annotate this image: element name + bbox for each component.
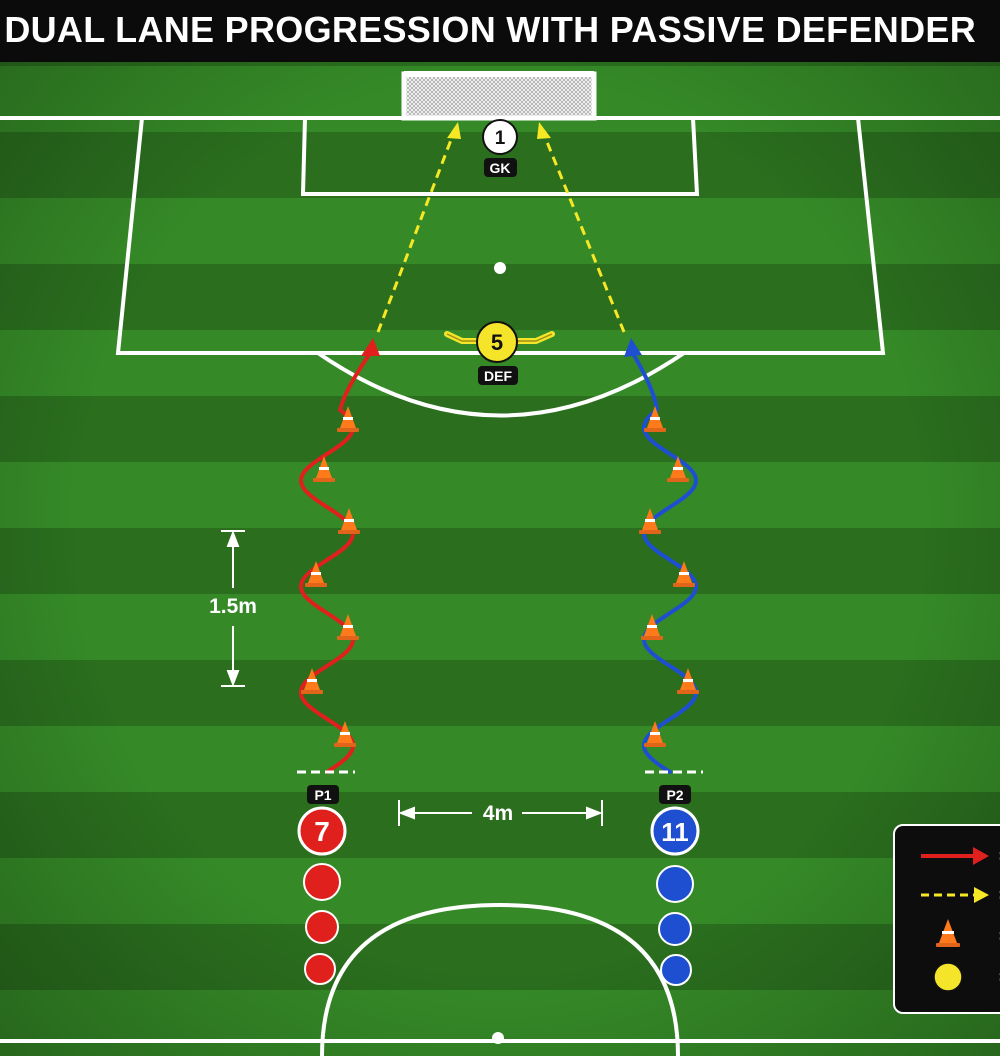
defender: 5 DEF [444,321,555,385]
shot-arrow-right [541,131,626,333]
cone-icon [313,456,335,482]
legend-item-defender: = [933,962,1000,992]
yellow-dashed-arrow-icon [974,887,989,903]
legend-item-pass: = [921,885,1000,907]
cone-icon [673,561,695,587]
queue-player-red [304,953,336,985]
cone-icon [334,721,356,747]
legend-panel: = = = = [893,824,1000,1014]
cone-icon [677,668,699,694]
p1-number: 7 [314,816,330,847]
cone-icon [644,406,666,432]
cones [301,406,699,747]
center-spot [492,1032,504,1044]
goalkeeper: 1 GK [482,119,518,177]
pass-arrows [376,122,626,333]
shot-arrow-left [376,131,456,333]
goal-area [300,117,700,196]
yellow-circle-icon [933,962,963,992]
cone-icon [337,406,359,432]
measurement-cone-spacing [221,530,245,687]
cone-icon [641,614,663,640]
legend-item-dribble: = [921,846,1000,868]
defender-tag: DEF [484,368,512,384]
cone-icon [639,508,661,534]
cone-icon [936,919,960,947]
title-bar: HASE 2: DUAL LANE PROGRESSION WITH PASSI… [0,0,1000,62]
page-title: HASE 2: DUAL LANE PROGRESSION WITH PASSI… [0,9,976,50]
queue-player-blue [656,865,694,903]
arrowhead-blue [624,338,642,357]
penalty-arc [316,351,686,418]
penalty-spot [494,262,506,274]
player-p2: P2 11 [650,785,700,856]
cone-icon [667,456,689,482]
player-p1: P1 7 [297,785,347,856]
legend-items: = = = = [921,846,1000,992]
dribble-path-red [298,350,373,774]
legend-item-cone: = [936,919,1000,948]
queue-player-red [305,910,339,944]
defender-number: 5 [491,330,503,355]
p1-tag: P1 [314,787,331,803]
cone-icon [305,561,327,587]
goal [401,71,597,121]
measurement-lane-gap [398,800,603,826]
queue-player-blue [658,912,692,946]
cone-spacing-label: 1.5m [209,595,257,618]
dribble-path-blue [630,350,699,774]
goalkeeper-tag: GK [490,160,511,176]
queue-player-red [303,863,341,901]
arrowhead-shot-left [447,122,461,139]
goalkeeper-number: 1 [495,128,506,149]
arrowhead-shot-right [537,122,551,139]
center-circle [320,902,680,1056]
cone-icon [644,721,666,747]
queue-player-blue [660,954,692,986]
arrowhead-red [361,338,380,356]
lane-gap-label: 4m [483,802,513,825]
cone-icon [337,614,359,640]
cone-icon [338,508,360,534]
p2-number: 11 [661,817,689,847]
cone-icon [301,668,323,694]
p2-tag: P2 [666,787,683,803]
red-arrow-icon [973,847,989,865]
